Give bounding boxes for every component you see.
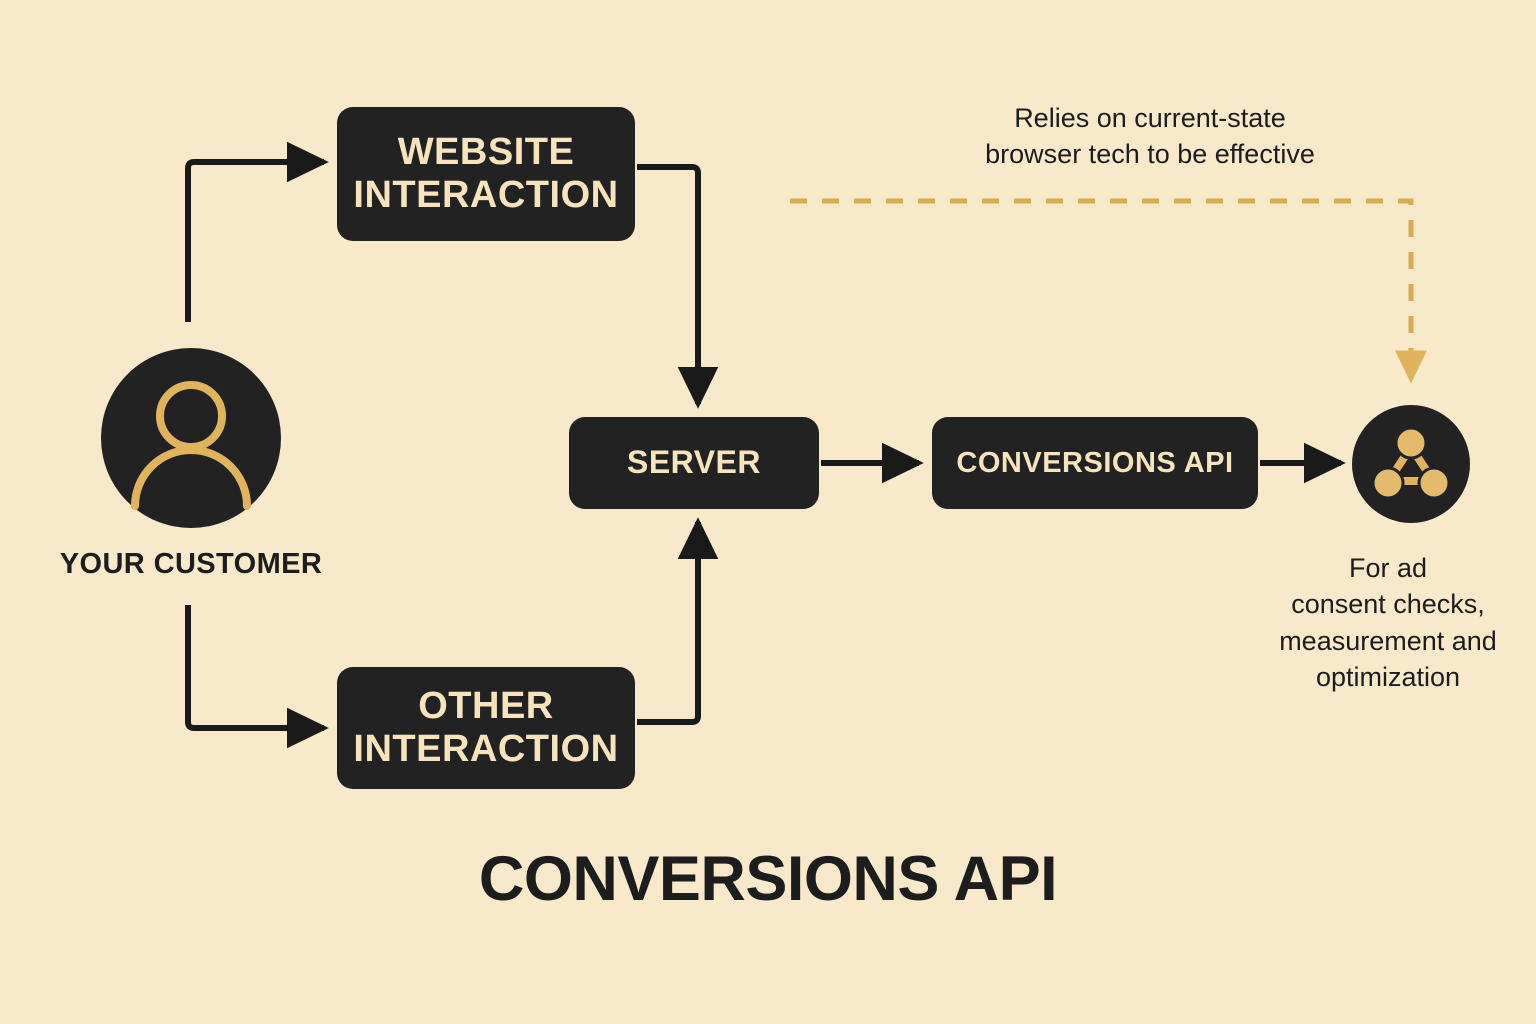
conversions-api-label: CONVERSIONS API	[956, 446, 1234, 479]
browser-tech-note: Relies on current-state browser tech to …	[930, 100, 1370, 173]
edge-customer-to-other	[185, 605, 329, 749]
website-line-2: INTERACTION	[353, 174, 619, 216]
server-label: SERVER	[626, 444, 761, 481]
node-other-interaction[interactable]: OTHER INTERACTION	[337, 667, 635, 789]
node-conversions-api[interactable]: CONVERSIONS API	[932, 417, 1258, 509]
browser-note-line-1: Relies on current-state	[1014, 103, 1286, 133]
person-glyph	[131, 381, 251, 510]
node-server[interactable]: SERVER	[569, 417, 819, 509]
ad-note-line-3: measurement and	[1279, 625, 1497, 656]
person-avatar-icon	[101, 348, 281, 528]
ad-note-line-1: For ad	[1348, 553, 1428, 583]
network-nodes-icon	[1352, 405, 1470, 523]
edge-browser-note-dashed	[790, 198, 1428, 384]
other-line-2: INTERACTION	[353, 728, 619, 770]
browser-note-line-2: browser tech to be effective	[985, 139, 1315, 170]
diagram-title: CONVERSIONS API	[478, 844, 1058, 914]
ad-platform-note: For ad consent checks, measurement and o…	[1268, 550, 1508, 696]
customer-label: YOUR CUSTOMER	[59, 548, 323, 580]
ad-note-line-2: consent checks,	[1291, 589, 1485, 620]
ad-note-line-4: optimization	[1315, 662, 1461, 693]
other-line-1: OTHER	[418, 685, 554, 728]
website-line-1: WEBSITE	[397, 131, 575, 174]
network-glyph	[1371, 426, 1451, 500]
edge-customer-to-website	[185, 141, 329, 322]
edge-website-to-server	[637, 164, 719, 409]
node-website-interaction[interactable]: WEBSITE INTERACTION	[337, 107, 635, 241]
edge-other-to-server	[637, 517, 719, 725]
